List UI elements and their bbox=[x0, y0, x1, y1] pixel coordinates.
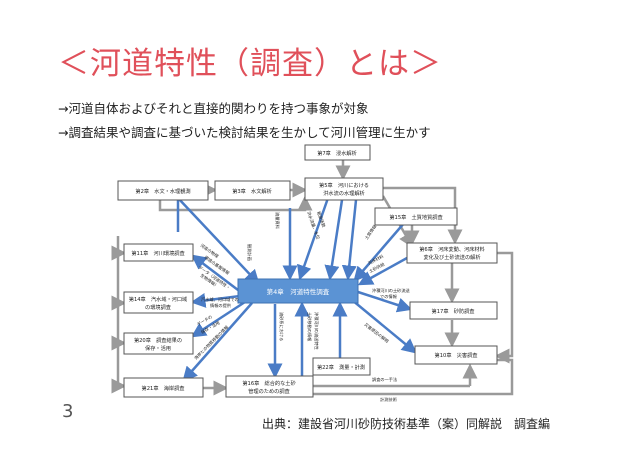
box-ch11: 第11章 河川環境調査 bbox=[123, 243, 194, 262]
label-sed-2: での情報 bbox=[380, 293, 398, 300]
box-ch22: 第22章 測量・計測 bbox=[312, 357, 371, 376]
label-general-2: 土砂移動の情報 bbox=[306, 312, 313, 342]
box-ch20-label-2: 保存・活用 bbox=[145, 344, 171, 352]
arrow-ch2-loop bbox=[158, 195, 313, 212]
box-ch6-label-2: 変化及び土砂流送の解析 bbox=[423, 253, 480, 261]
box-ch21: 第21章 海岸調査 bbox=[123, 377, 204, 398]
box-ch5-label-1: 第5章 河川における bbox=[319, 181, 369, 189]
box-ch7: 第7章 浸水解析 bbox=[304, 144, 371, 161]
label-sed-1: 沖積河川の土砂流送 bbox=[372, 287, 411, 294]
box-ch16-label-2: 管理のための調査 bbox=[248, 387, 290, 395]
arrow-ch4-ch14 bbox=[190, 292, 241, 308]
box-ch14-label-2: の環境調査 bbox=[145, 303, 171, 311]
box-ch5: 第5章 河川における 洪水流の水理解析 bbox=[304, 177, 384, 201]
box-ch2-label: 第2章 水文・水理観測 bbox=[135, 187, 190, 195]
box-ch20: 第20章 調査結果の 保存・活用 bbox=[123, 332, 194, 355]
box-ch20-label-1: 第20章 調査結果の bbox=[134, 336, 182, 344]
blue-connectors bbox=[176, 197, 417, 382]
arrow-ch5-ch4a bbox=[297, 197, 330, 281]
box-ch16: 第16章 総合的な土砂 管理のための調査 bbox=[225, 375, 314, 398]
box-ch4: 第4章 河道特性調査 bbox=[237, 278, 359, 304]
label-general-1: 流砂系における bbox=[278, 312, 285, 341]
arrow-ch5-ch4b bbox=[324, 199, 344, 281]
box-ch3: 第3章 水文解析 bbox=[214, 180, 291, 201]
box-ch7-label: 第7章 浸水解析 bbox=[317, 149, 357, 157]
label-topo: 調査の一手法 bbox=[372, 376, 397, 383]
box-ch5-label-2: 洪水流の水理解析 bbox=[323, 189, 365, 197]
box-ch11-label: 第11章 河川環境調査 bbox=[131, 249, 184, 257]
box-ch10: 第10章 災害調査 bbox=[414, 345, 498, 365]
arrow-ch4-ch17 bbox=[357, 290, 413, 313]
bullet-scope: →河道自体およびそれと直接的関わりを持つ事象が対象 bbox=[58, 101, 369, 116]
label-hydro: 流量資料 bbox=[274, 212, 281, 230]
bullet-purpose: →調査結果や調査に基づいた検討結果を生かして河川管理に生かす bbox=[58, 125, 431, 140]
box-ch15-label: 第15章 土質地質調査 bbox=[389, 213, 442, 221]
arrow-ch6-ch4 bbox=[357, 256, 408, 286]
page-number: 3 bbox=[62, 401, 74, 422]
box-ch2: 第2章 水文・水理観測 bbox=[117, 180, 209, 201]
arrow-ch4-ch20 bbox=[190, 300, 246, 338]
arrow-ch4-ch21 bbox=[182, 302, 253, 382]
label-obs: 観測計画 bbox=[246, 244, 253, 261]
label-brackish-2: 情報の提供 bbox=[210, 302, 231, 309]
box-ch4-label: 第4章 河道特性調査 bbox=[267, 287, 330, 296]
slide-title: ＜河道特性（調査）とは＞ bbox=[58, 46, 442, 82]
label-soil: 土質情報 bbox=[363, 223, 379, 241]
box-ch17-label: 第17章 砂防調査 bbox=[432, 307, 475, 315]
box-ch16-label-1: 第16章 総合的な土砂 bbox=[242, 379, 295, 387]
arrow-ch6-ch10 bbox=[494, 251, 514, 364]
box-ch17: 第17章 砂防調査 bbox=[409, 301, 498, 320]
arrow-ch15-ch4 bbox=[353, 221, 406, 282]
box-ch6-label-1: 第6章 河床変動、河床材料 bbox=[419, 245, 485, 253]
box-ch15: 第15章 土質地質調査 bbox=[374, 207, 458, 226]
arrow-ch4-ch11 bbox=[191, 254, 239, 291]
source-citation: 出典：建設省河川砂防技術基準（案）同解説 調査編 bbox=[262, 417, 551, 431]
label-general-3: 沖積河川の流送特性 bbox=[313, 312, 320, 350]
box-ch22-label: 第22章 測量・計測 bbox=[317, 363, 365, 371]
label-measure: 計測技術 bbox=[380, 396, 397, 403]
box-ch3-label: 第3章 水文解析 bbox=[232, 187, 272, 195]
arrow-ch10-back bbox=[470, 358, 514, 396]
label-disaster: 災害原因の解明 bbox=[363, 321, 390, 345]
arrow-ch2-ch4 bbox=[177, 197, 260, 285]
box-ch6: 第6章 河床変動、河床材料 変化及び土砂流送の解析 bbox=[406, 242, 498, 264]
box-ch21-label: 第21章 海岸調査 bbox=[142, 384, 185, 392]
arrow-ch4-ch10 bbox=[351, 299, 417, 354]
box-ch14: 第14章 汽水域・河口域 の環境調査 bbox=[123, 291, 194, 314]
label-brackish-1: 汽水域、河口域での bbox=[201, 296, 239, 302]
box-ch10-label: 第10章 災害調査 bbox=[435, 351, 478, 359]
arrow-ch5-ch4c bbox=[341, 199, 358, 281]
box-ch14-label-1: 第14章 汽水域・河口域 bbox=[129, 295, 187, 303]
